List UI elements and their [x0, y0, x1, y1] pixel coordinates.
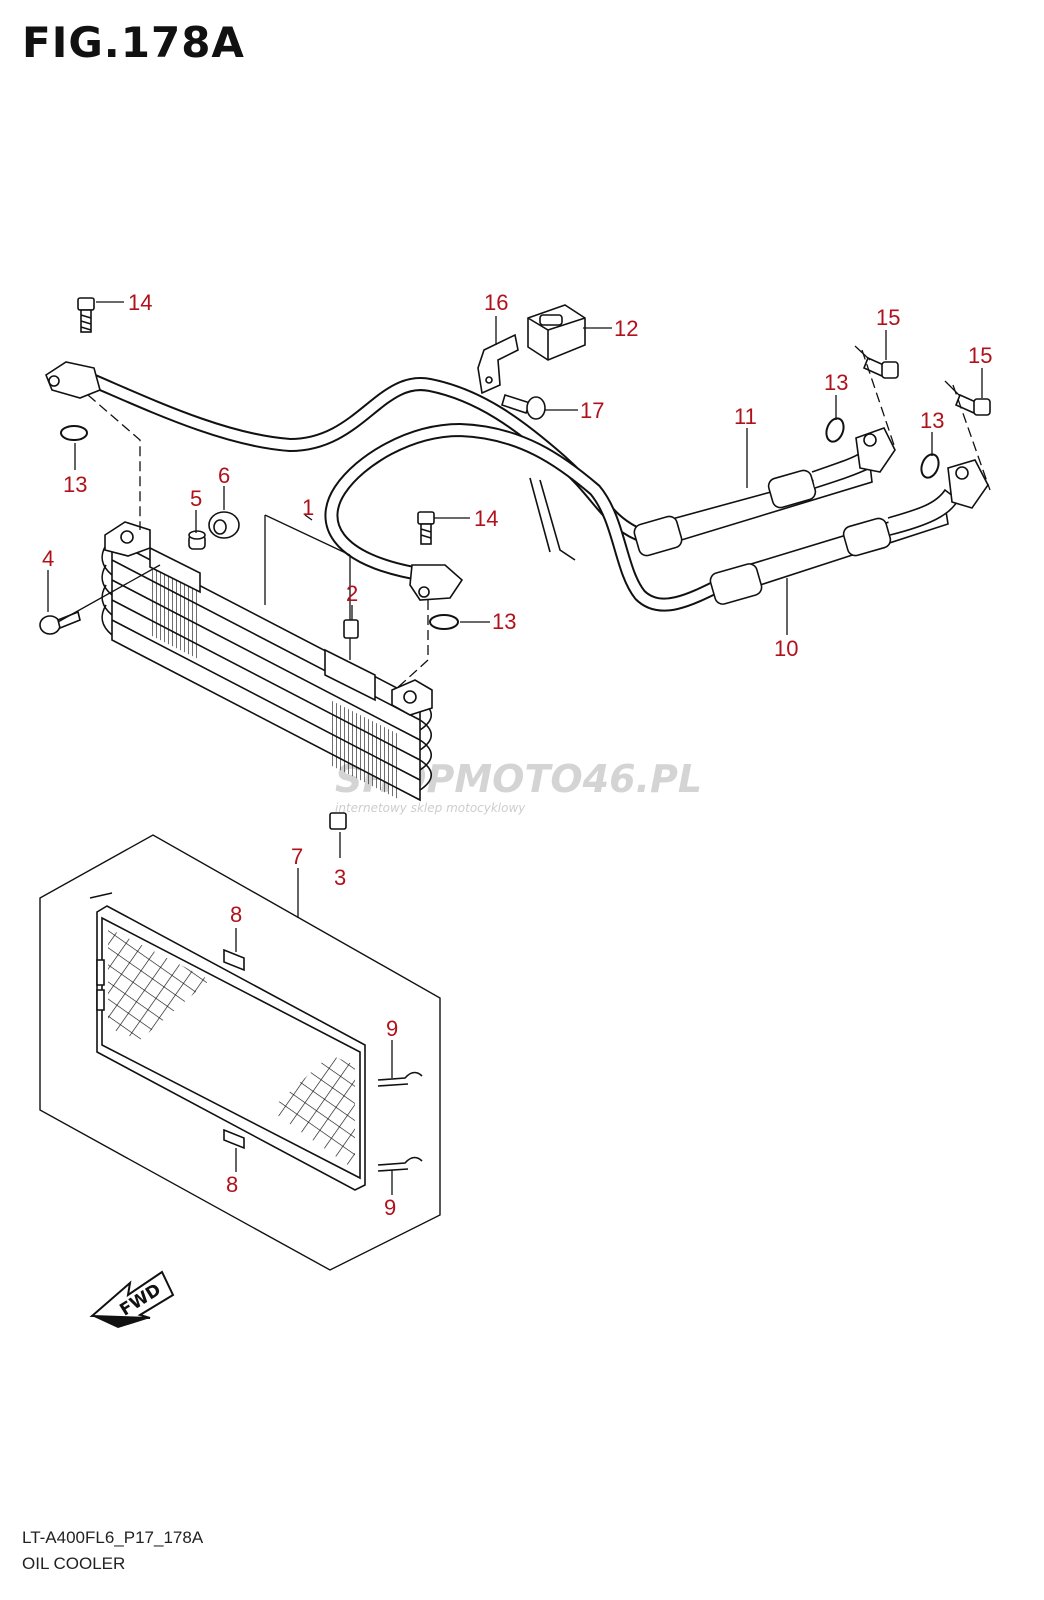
bolt-4: [39, 610, 81, 635]
callout-7: 7: [291, 844, 303, 869]
pipe-bracket-vertical: [529, 477, 576, 561]
oil-cooler-core: [101, 538, 433, 802]
o-ring-13-upper-right: [825, 417, 845, 443]
bolt-17: [501, 393, 546, 420]
callout-13-left: 13: [63, 472, 87, 497]
nut-2: [343, 619, 359, 639]
callout-6: 6: [218, 463, 230, 488]
callout-8-lower: 8: [226, 1172, 238, 1197]
fwd-arrow-icon: FWD: [89, 1270, 175, 1328]
callout-13-upper-right: 13: [824, 370, 848, 395]
spring-clip-9-lower: [377, 1156, 423, 1172]
oil-hose-11: [633, 448, 873, 557]
collar-5: [188, 530, 206, 550]
o-ring-13-lower-right: [920, 453, 940, 479]
bolt-14-center: [417, 511, 435, 545]
callout-13-center: 13: [492, 609, 516, 634]
callout-12: 12: [614, 316, 638, 341]
bolt-15-upper: [862, 356, 899, 379]
bracket-16: [477, 333, 519, 395]
nut-3: [329, 812, 347, 830]
callout-2: 2: [346, 581, 358, 606]
assembly-dashed-lines: [57, 345, 991, 691]
callout-15-upper: 15: [876, 305, 900, 330]
clip-8-upper: [223, 948, 245, 972]
radiator-guard-7: [89, 892, 366, 1191]
part-1-reference: [264, 514, 351, 660]
callout-5: 5: [190, 486, 202, 511]
watermark-subtext: internetowy sklep motocyklowy: [335, 801, 526, 815]
figure-title: FIG.178A: [22, 18, 245, 67]
callout-9-lower: 9: [384, 1195, 396, 1220]
bolt-14-upper: [77, 297, 95, 333]
callout-4: 4: [42, 546, 54, 571]
oil-hose-10: [709, 488, 960, 605]
callout-11: 11: [734, 404, 757, 429]
spring-clip-9-upper: [377, 1071, 423, 1087]
callout-8-upper: 8: [230, 902, 242, 927]
callout-14-center: 14: [474, 506, 498, 531]
callout-10: 10: [774, 636, 798, 661]
callout-3: 3: [334, 865, 346, 890]
callout-17: 17: [580, 398, 604, 423]
hose-end-fitting-lower: [947, 459, 989, 509]
callout-16: 16: [484, 290, 508, 315]
callout-1: 1: [302, 495, 314, 520]
o-ring-13-center: [429, 614, 459, 630]
callout-labels: 14 13 4 5 6 1 2 3 7 8 8 9 9 14 13 16 12 …: [42, 290, 992, 1220]
rubber-grommet-12: [527, 304, 586, 361]
grommet-6: [208, 511, 240, 539]
pipe-flange-left: [45, 361, 101, 399]
callout-14-upper: 14: [128, 290, 152, 315]
bolt-15-lower: [954, 393, 991, 416]
o-ring-13-left: [60, 425, 88, 441]
clip-8-lower: [223, 1128, 245, 1150]
callout-15-lower: 15: [968, 343, 992, 368]
callout-9-upper: 9: [386, 1016, 398, 1041]
callout-13-lower-right: 13: [920, 408, 944, 433]
figure-name: OIL COOLER: [22, 1554, 126, 1573]
callout-leaders: [47, 301, 983, 1195]
cooler-port-lower: [391, 679, 433, 716]
hose-end-fitting-upper: [855, 427, 896, 473]
cooler-port-upper: [104, 521, 151, 557]
pipe-flange-center: [409, 564, 464, 601]
guard-assembly-outline: [39, 834, 441, 1271]
figure-code: LT-A400FL6_P17_178A: [22, 1528, 204, 1547]
oil-pipe-lower: [324, 423, 727, 612]
